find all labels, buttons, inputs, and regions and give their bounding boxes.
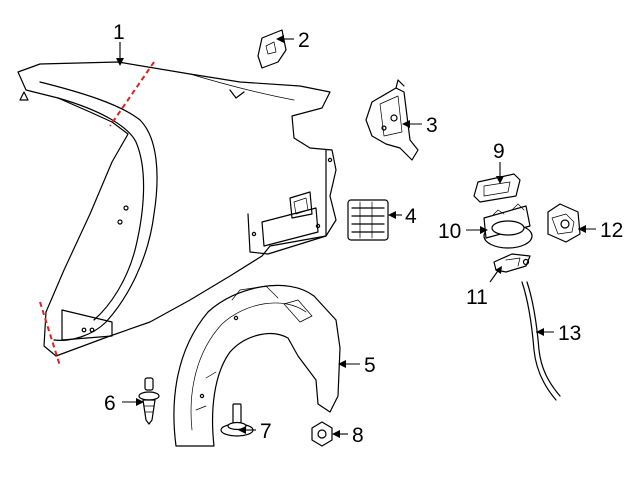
callout-2: 2	[298, 29, 310, 52]
callout-7: 7	[260, 420, 272, 443]
callout-1: 1	[113, 21, 125, 44]
callout-13: 13	[558, 322, 581, 345]
arrowheads	[116, 35, 586, 438]
callout-5: 5	[364, 354, 376, 377]
callout-9: 9	[493, 140, 505, 163]
arrow-1	[116, 58, 124, 66]
arrow-11	[495, 266, 502, 274]
fender-liner	[173, 284, 341, 447]
arrow-4	[388, 211, 396, 219]
cut-line-lower	[39, 301, 61, 367]
arrow-6	[136, 398, 144, 406]
callout-8: 8	[352, 424, 364, 447]
callout-12: 12	[600, 219, 623, 242]
arrow-12	[578, 225, 586, 233]
callout-3: 3	[426, 114, 438, 137]
arrow-8	[332, 430, 340, 438]
lock-actuator	[547, 203, 581, 243]
callout-labels: 1 2 3 4 5 6 7 8 9 10 11 12 13	[104, 21, 623, 447]
push-rivet	[138, 377, 160, 425]
pressure-vent	[347, 199, 389, 241]
arrow-13	[536, 328, 544, 336]
arrow-5	[338, 360, 346, 368]
arrow-2	[276, 35, 284, 43]
filler-housing	[483, 203, 533, 249]
quarter-panel	[17, 61, 337, 357]
cut-line-upper	[109, 61, 155, 127]
arrow-3	[402, 120, 410, 128]
arrow-7	[238, 426, 246, 434]
callout-4: 4	[405, 205, 417, 228]
callout-11: 11	[466, 286, 488, 309]
arrow-9	[496, 176, 504, 184]
fuel-door	[473, 173, 521, 203]
inner-bracket	[365, 79, 419, 161]
bracket	[257, 29, 287, 69]
nut	[311, 421, 333, 447]
release-cable	[521, 281, 561, 401]
callout-10: 10	[438, 220, 461, 243]
callout-6: 6	[104, 392, 116, 415]
arrow-10	[480, 226, 488, 234]
bolt	[220, 403, 254, 437]
